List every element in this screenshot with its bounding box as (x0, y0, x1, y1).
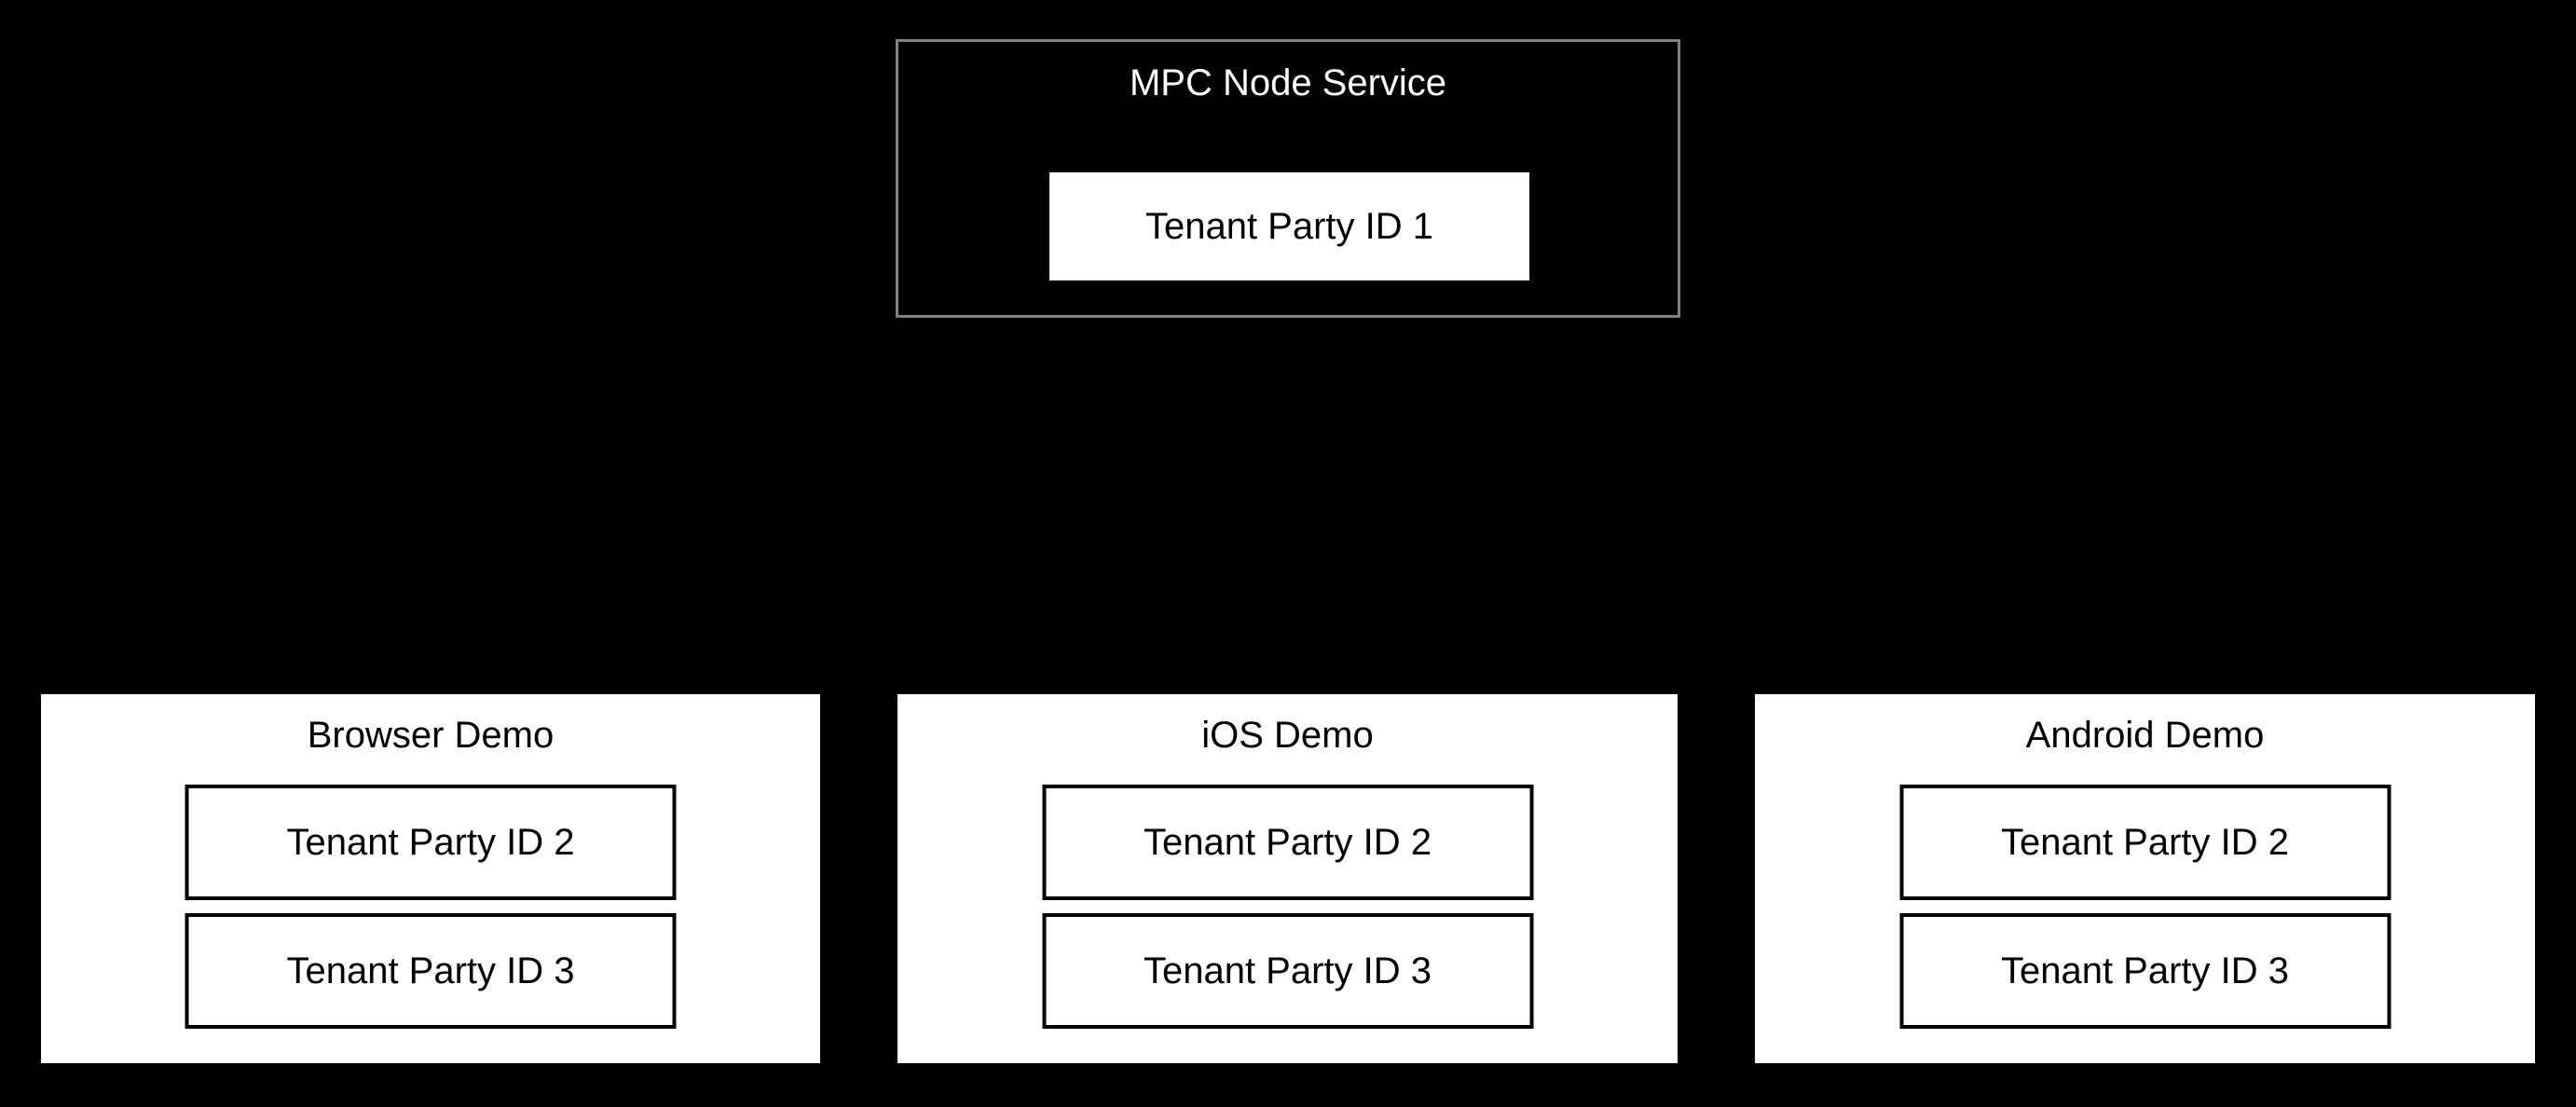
browser-demo-party-box-3: Tenant Party ID 3 (185, 913, 677, 1029)
android-demo-panel: Android Demo Tenant Party ID 2 Tenant Pa… (1755, 694, 2535, 1063)
ios-demo-party-box-3: Tenant Party ID 3 (1042, 913, 1533, 1029)
browser-demo-panel: Browser Demo Tenant Party ID 2 Tenant Pa… (41, 694, 820, 1063)
ios-demo-panel: iOS Demo Tenant Party ID 2 Tenant Party … (897, 694, 1678, 1063)
ios-demo-party-box-2: Tenant Party ID 2 (1042, 785, 1533, 900)
browser-demo-party-box-2: Tenant Party ID 2 (185, 785, 677, 900)
android-demo-title: Android Demo (2025, 715, 2265, 756)
tenant-party-box-1: Tenant Party ID 1 (1049, 172, 1529, 280)
mpc-node-service-panel: MPC Node Service Tenant Party ID 1 (896, 39, 1680, 318)
ios-demo-title: iOS Demo (1201, 715, 1374, 756)
android-demo-party-box-3: Tenant Party ID 3 (1899, 913, 2391, 1029)
android-demo-party-box-2: Tenant Party ID 2 (1899, 785, 2391, 900)
mpc-node-service-title: MPC Node Service (1129, 62, 1447, 103)
browser-demo-title: Browser Demo (307, 715, 555, 756)
